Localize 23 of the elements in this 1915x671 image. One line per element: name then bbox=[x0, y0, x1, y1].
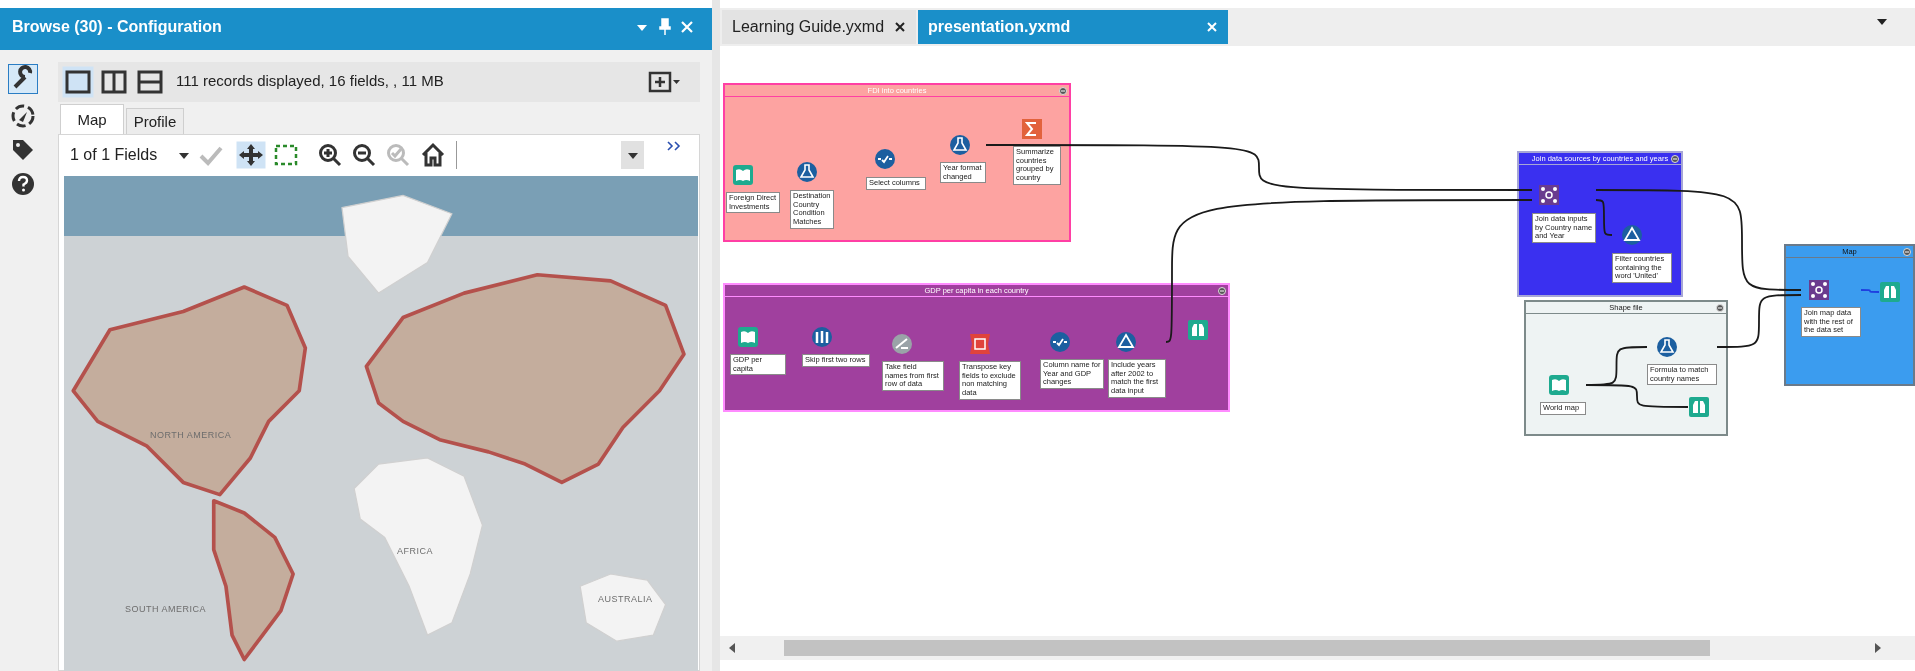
connector bbox=[1860, 289, 1880, 293]
container-box bbox=[1524, 300, 1728, 436]
map-label: NORTH AMERICA bbox=[150, 430, 232, 440]
connector bbox=[1595, 199, 1613, 236]
file-tab: presentation.yxmd bbox=[918, 10, 1228, 44]
container-box bbox=[1784, 244, 1915, 386]
tab: Map bbox=[60, 104, 124, 134]
connector bbox=[1585, 384, 1689, 408]
map-label: SOUTH AMERICA bbox=[125, 604, 206, 614]
container-box bbox=[723, 283, 1230, 412]
map-label: AFRICA bbox=[397, 546, 433, 556]
panel-title: Browse (30) - Configuration bbox=[12, 18, 222, 36]
container-box bbox=[723, 83, 1071, 242]
file-tab: Learning Guide.yxmd bbox=[722, 10, 916, 44]
connector bbox=[1165, 199, 1533, 343]
record-status: 111 records displayed, 16 fields, , 11 MB bbox=[176, 72, 444, 89]
connector bbox=[1716, 294, 1802, 348]
dropdown: 1 of 1 Fields bbox=[66, 141, 194, 169]
connector bbox=[985, 144, 1533, 191]
container-box bbox=[1517, 151, 1683, 297]
tab: Profile bbox=[126, 108, 184, 134]
connector bbox=[1595, 189, 1802, 291]
map-label: AUSTRALIA bbox=[598, 594, 653, 604]
